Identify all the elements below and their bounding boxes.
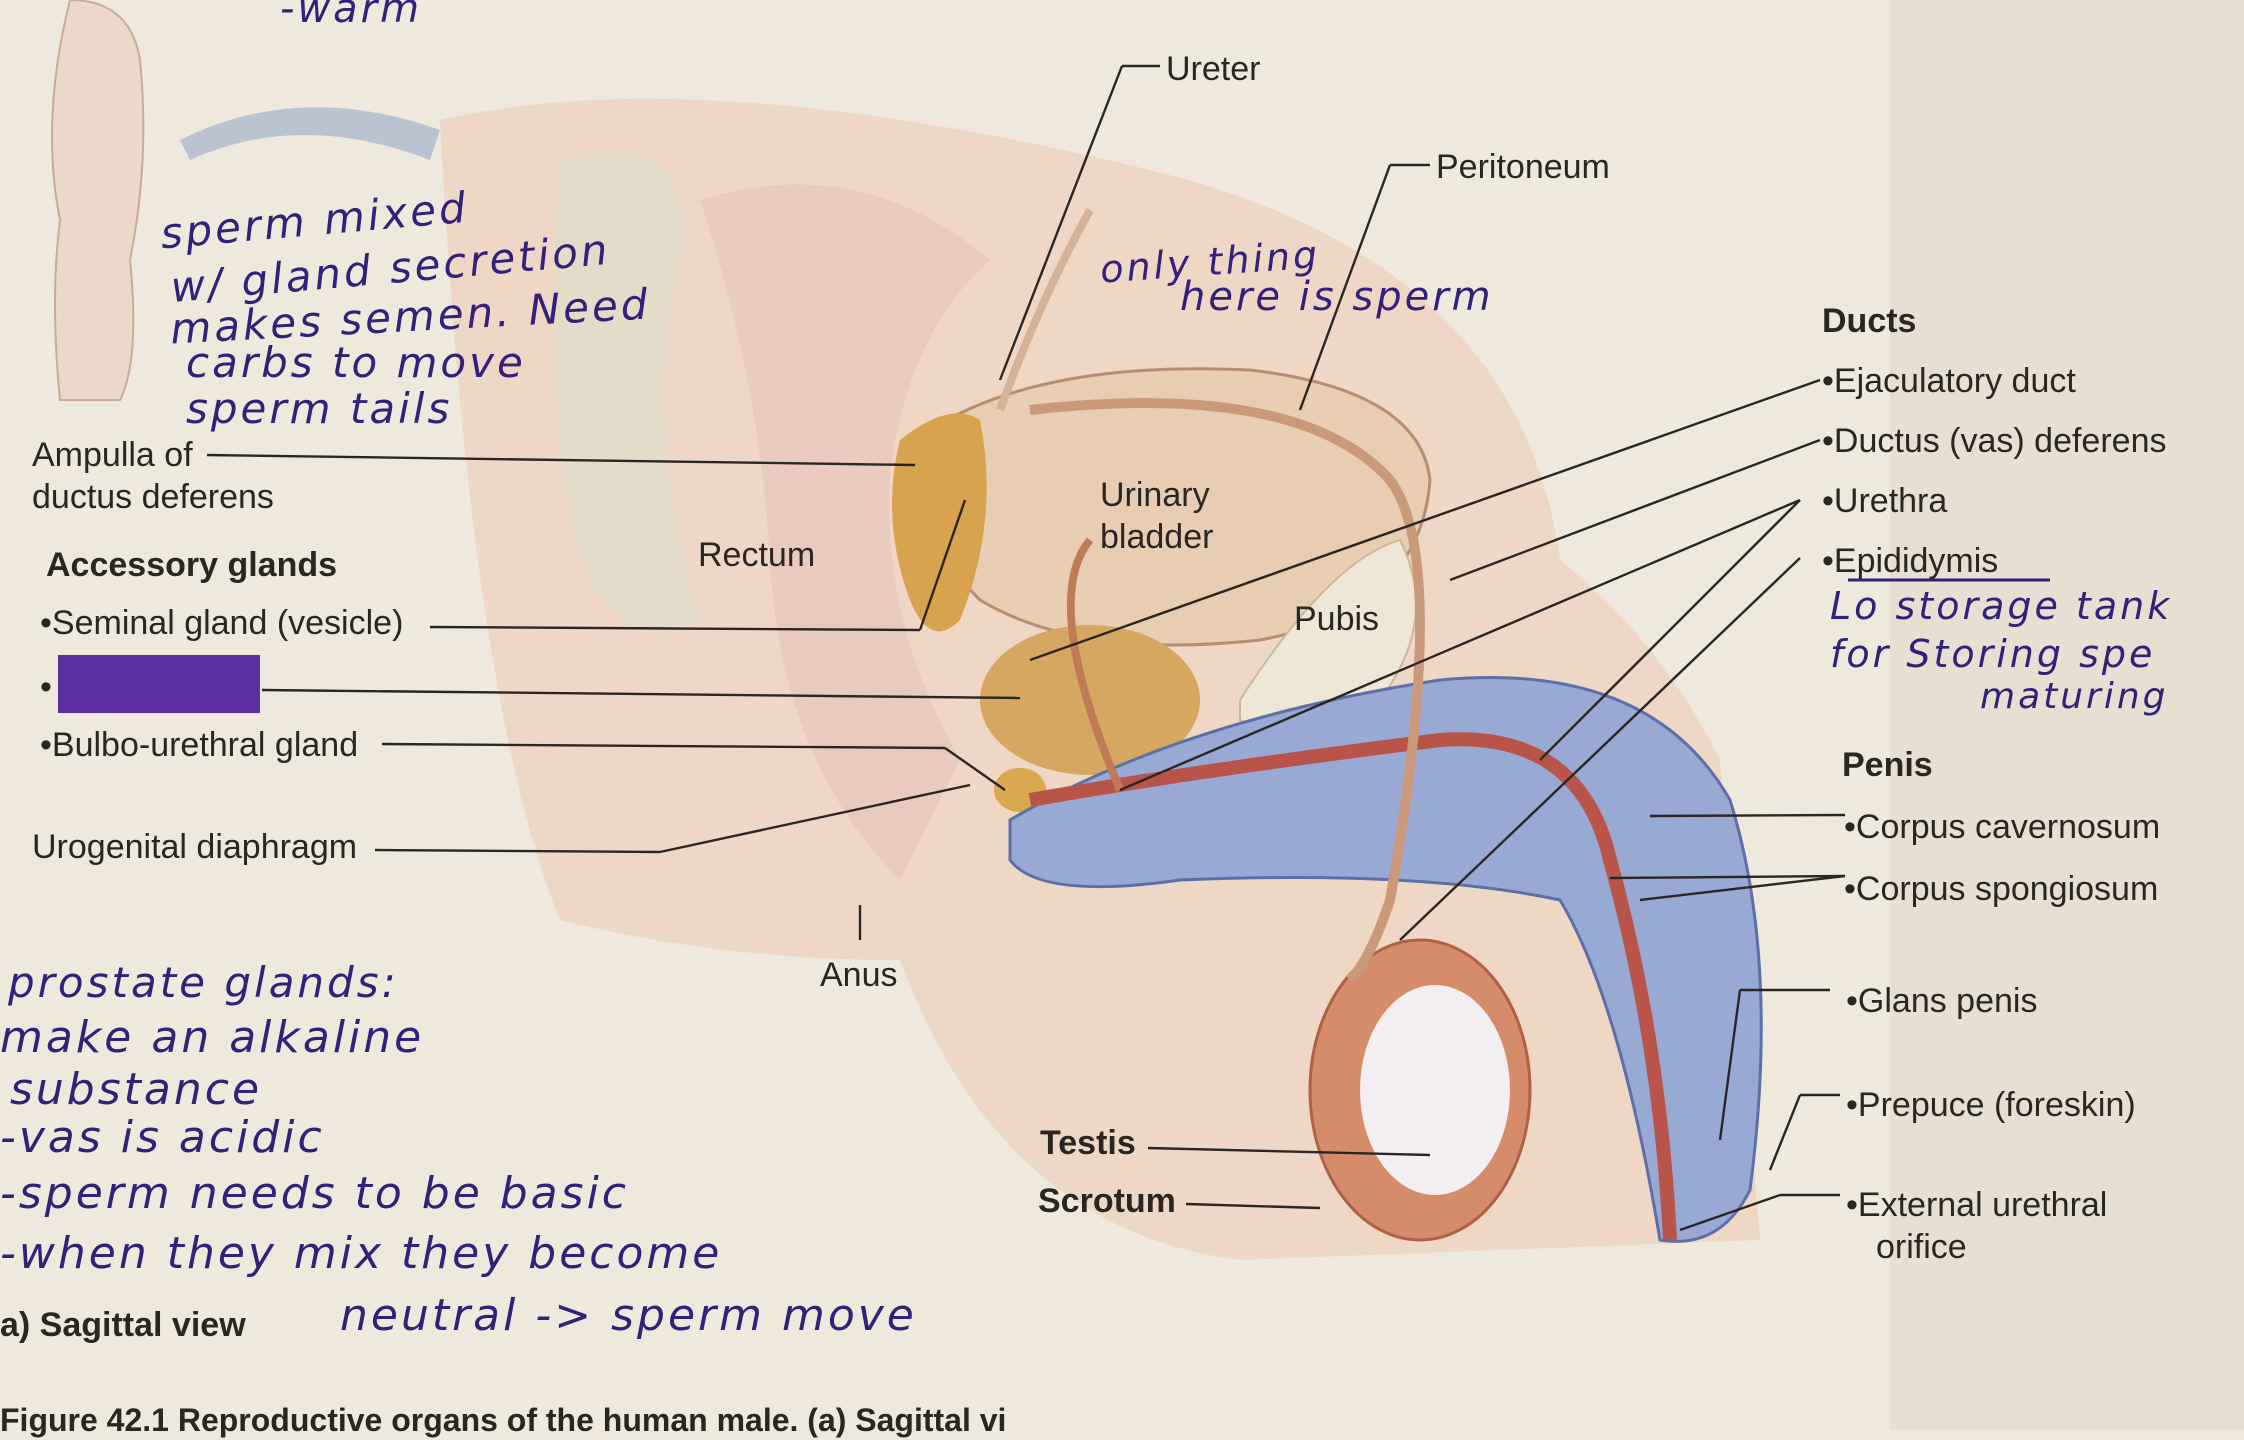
anus-label: Anus (820, 956, 898, 994)
handwritten-note-4-line3: substance (10, 1064, 263, 1115)
seminal-gland-label: Seminal gland (vesicle) (40, 602, 404, 645)
testis-label: Testis (1040, 1124, 1136, 1162)
handwritten-note-4-line5: -sperm needs to be basic (0, 1168, 629, 1219)
epididymis-label: Epididymis (1822, 540, 1998, 583)
prepuce-label: Prepuce (foreskin) (1846, 1084, 2136, 1127)
handwritten-note-4-line7: neutral -> sperm move (340, 1290, 917, 1341)
handwritten-note-3-line2: for Storing spe (1830, 632, 2156, 676)
pubis-label: Pubis (1294, 600, 1380, 638)
handwritten-note-3-line3: maturing (1980, 676, 2169, 717)
handwritten-note-4-line4: -vas is acidic (0, 1112, 325, 1163)
accessory-glands-heading: Accessory glands (46, 546, 338, 584)
scrotum-label: Scrotum (1038, 1182, 1176, 1220)
urinary-bladder-label-line2: bladder (1100, 518, 1214, 556)
bulbo-urethral-label: Bulbo-urethral gland (40, 724, 358, 767)
handwritten-note-4-line6: -when they mix they become (0, 1228, 723, 1279)
external-urethral-orifice-label-line2: orifice (1876, 1228, 1967, 1266)
handwritten-note-4-line1: prostate glands: (8, 958, 399, 1007)
ampulla-label-line2: ductus deferens (32, 478, 274, 516)
urogenital-diaphragm-label: Urogenital diaphragm (32, 828, 358, 866)
ureter-label: Ureter (1166, 50, 1261, 88)
peritoneum-label: Peritoneum (1436, 148, 1610, 186)
handwritten-top-note: -warm (280, 0, 423, 32)
ampulla-label-line1: Ampulla of (32, 436, 193, 474)
figure-caption: Figure 42.1 Reproductive organs of the h… (0, 1402, 1007, 1438)
rectum-label: Rectum (698, 536, 816, 574)
urinary-bladder-label-line1: Urinary (1100, 476, 1210, 514)
redacted-bullet: • (40, 668, 52, 706)
ejaculatory-duct-label: Ejaculatory duct (1822, 360, 2076, 403)
urethra-label: Urethra (1822, 480, 1947, 523)
redaction-box (58, 655, 260, 713)
handwritten-note-4-line2: make an alkaline (0, 1012, 425, 1063)
glans-penis-label: Glans penis (1846, 980, 2038, 1023)
external-urethral-orifice-label-line1: External urethral (1846, 1184, 2107, 1227)
penis-heading: Penis (1842, 746, 1933, 784)
ductus-deferens-label: Ductus (vas) deferens (1822, 420, 2167, 463)
handwritten-note-3-line1: Lo storage tank (1830, 584, 2173, 628)
handwritten-note-2-line2: here is sperm (1180, 274, 1494, 320)
handwritten-note-1-line5: sperm tails (186, 384, 453, 433)
ducts-heading: Ducts (1822, 302, 1917, 340)
handwritten-note-1-line4: carbs to move (186, 338, 526, 387)
corpus-cavernosum-label: Corpus cavernosum (1844, 806, 2160, 849)
corpus-spongiosum-label: Corpus spongiosum (1844, 868, 2158, 911)
view-caption: a) Sagittal view (0, 1306, 246, 1344)
